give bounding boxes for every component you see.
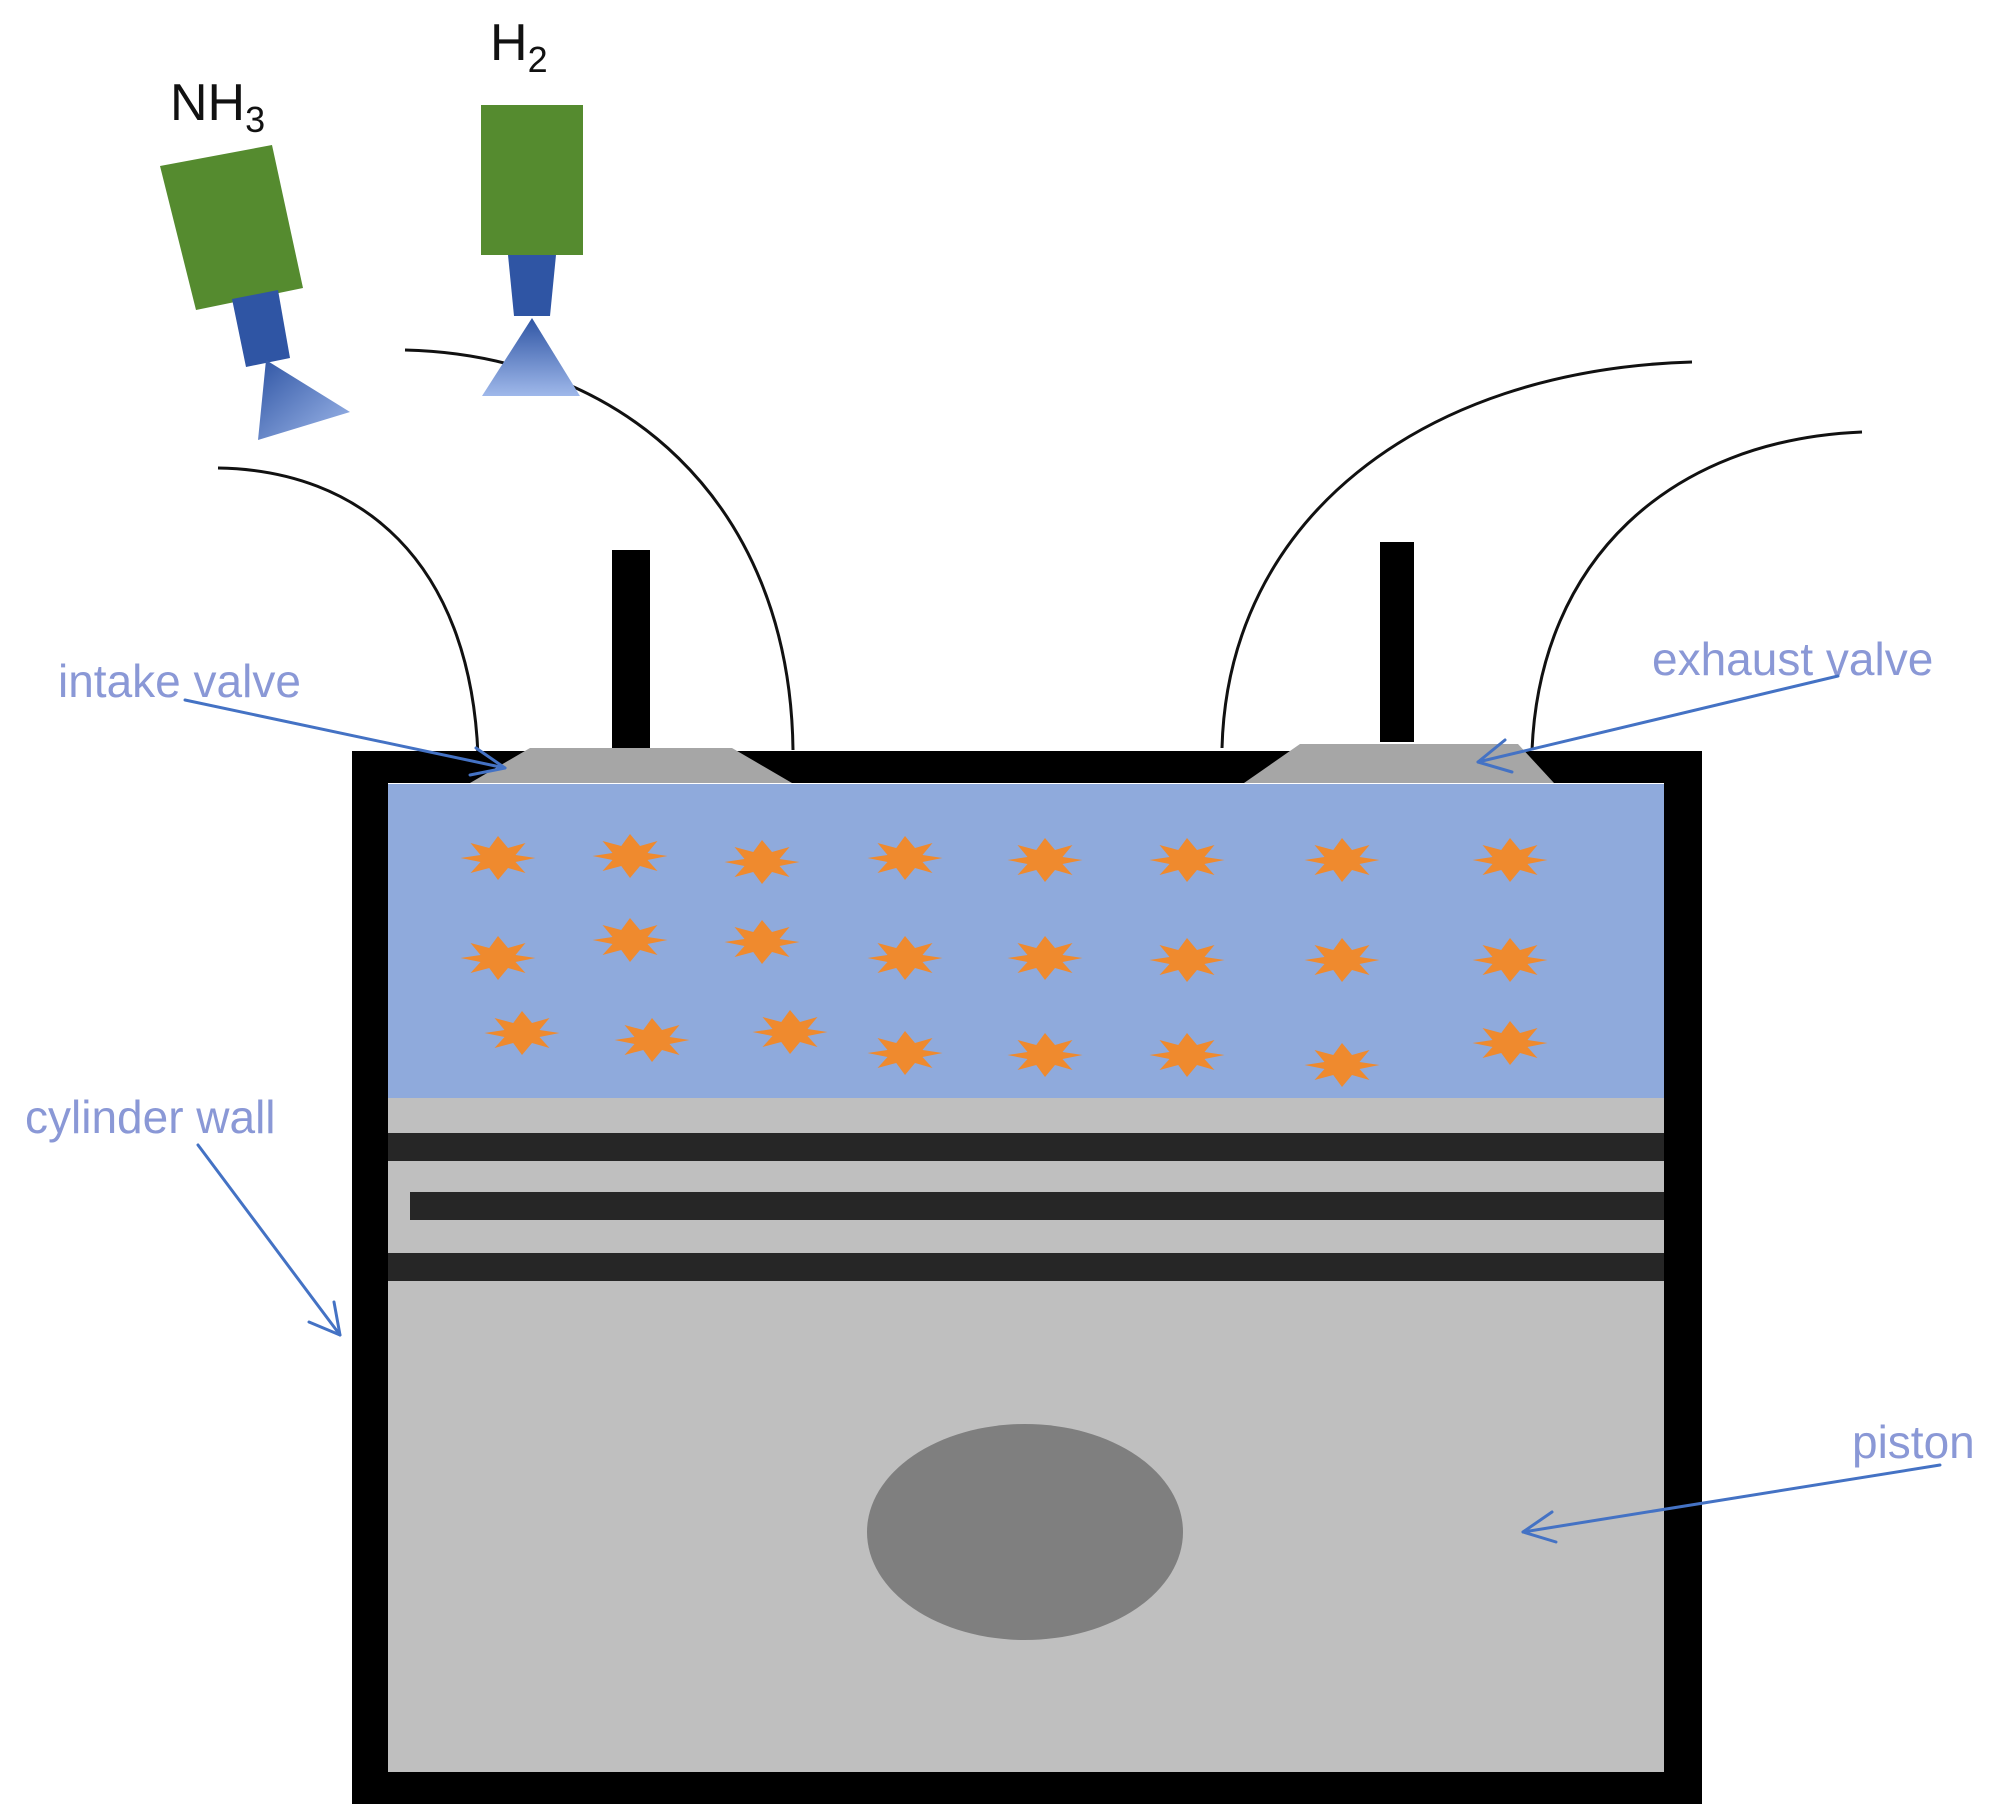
h2-label: H2 xyxy=(490,14,548,80)
callout-arrows xyxy=(183,674,1942,1544)
exhaust-port-outer-curve xyxy=(1220,360,1693,749)
intake-valve-stem xyxy=(612,550,650,755)
piston-ring-bottom xyxy=(388,1253,1664,1281)
exhaust-port xyxy=(1220,360,1863,751)
intake-port xyxy=(217,348,795,756)
nh3-injector-body xyxy=(160,145,303,310)
intake-port-outer-curve xyxy=(217,466,480,756)
piston-arrow xyxy=(1521,1463,1942,1544)
h2-injector-nozzle xyxy=(508,255,556,316)
exhaust-valve xyxy=(1244,542,1554,783)
cylinder-wall-left xyxy=(352,751,388,1804)
exhaust-valve-label: exhaust valve xyxy=(1652,633,1933,685)
cylinder-wall-right xyxy=(1664,751,1702,1804)
piston-label: piston xyxy=(1852,1416,1975,1468)
h2-injector xyxy=(481,105,583,396)
h2-spray xyxy=(482,318,580,396)
intake-port-inner-curve xyxy=(404,348,795,751)
h2-injector-body xyxy=(481,105,583,255)
intake-valve-label: intake valve xyxy=(58,655,301,707)
nh3-injector-nozzle xyxy=(232,290,290,367)
cylinder-wall xyxy=(352,751,1702,1804)
exhaust-port-inner-curve xyxy=(1530,430,1863,751)
piston xyxy=(388,1098,1664,1772)
piston-ring-top xyxy=(388,1133,1664,1161)
nh3-spray xyxy=(258,360,350,440)
combustion-charge xyxy=(388,784,1664,1098)
cylinder-wall-bottom xyxy=(352,1772,1702,1804)
intake-valve-arrow xyxy=(183,698,507,777)
cylinder-wall-label: cylinder wall xyxy=(25,1091,276,1143)
cylinder-wall-arrow xyxy=(196,1143,342,1337)
piston-pin xyxy=(867,1424,1183,1640)
intake-valve-head xyxy=(470,748,792,783)
nh3-label: NH3 xyxy=(170,74,265,140)
intake-valve xyxy=(470,550,792,783)
nh3-injector xyxy=(160,145,350,440)
exhaust-valve-head xyxy=(1244,744,1554,783)
exhaust-valve-stem xyxy=(1380,542,1414,742)
exhaust-valve-arrow xyxy=(1476,674,1840,774)
piston-ring-middle xyxy=(410,1192,1664,1220)
